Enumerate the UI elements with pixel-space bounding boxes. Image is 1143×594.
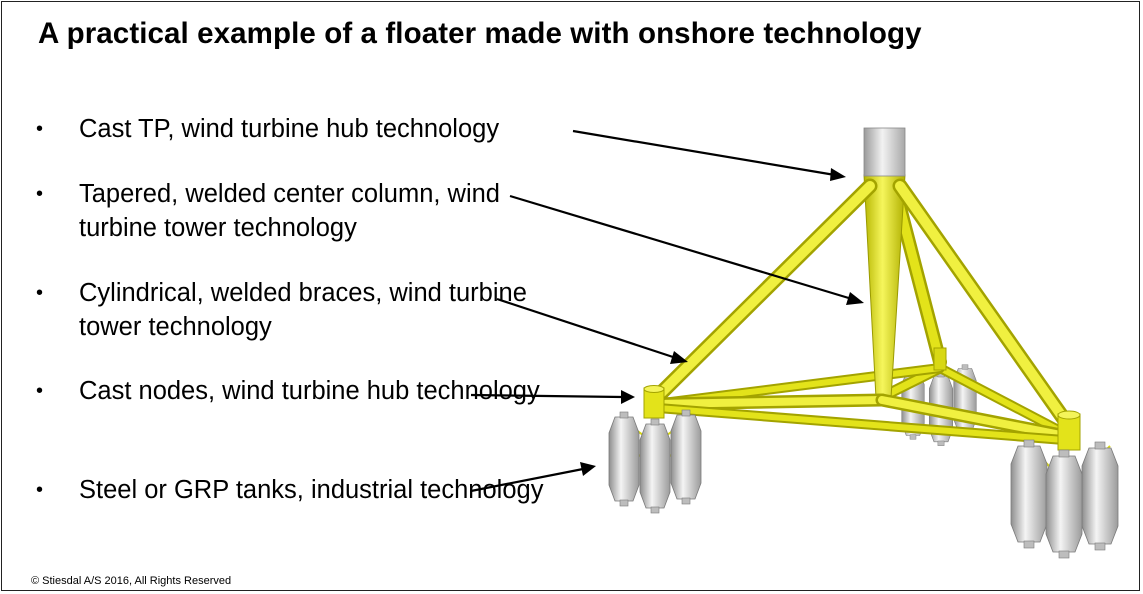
bullet-text: Cylindrical, welded braces, wind turbine… xyxy=(79,279,527,341)
copyright-notice: © Stiesdal A/S 2016, All Rights Reserved xyxy=(31,575,232,587)
bullet-text: Tapered, welded center column, wind turb… xyxy=(79,180,500,242)
bullet-marker: • xyxy=(36,183,44,205)
upper-brace-back xyxy=(891,193,947,369)
arrow-head-cast-tp xyxy=(830,168,846,181)
arrow-center-column xyxy=(509,194,853,301)
cast-node-left xyxy=(643,385,665,419)
bullet-text: Cast nodes, wind turbine hub technology xyxy=(79,377,540,405)
bullet-text: Cast TP, wind turbine hub technology xyxy=(79,115,500,143)
slide-title: A practical example of a floater made wi… xyxy=(38,17,922,50)
cast-node-right xyxy=(1057,410,1081,451)
upper-braces-front xyxy=(648,178,1074,430)
tower-stub xyxy=(863,127,906,177)
callout-arrows xyxy=(470,129,864,493)
cast-node-back xyxy=(933,347,947,371)
lower-braces-front xyxy=(648,393,1073,445)
arrow-head-braces xyxy=(670,351,688,364)
tank-cluster-right xyxy=(1010,439,1119,559)
tank-cluster-left xyxy=(608,409,702,514)
arrow-cast-nodes xyxy=(470,393,623,399)
bullet-marker: • xyxy=(36,282,44,304)
arrow-braces xyxy=(496,297,677,360)
bullet-marker: • xyxy=(36,118,44,140)
bullet-text: Steel or GRP tanks, industrial technolog… xyxy=(79,476,544,504)
arrow-head-cast-nodes xyxy=(621,390,635,404)
arrow-cast-tp xyxy=(572,129,836,177)
center-column xyxy=(863,174,906,399)
bullet-marker: • xyxy=(36,479,44,501)
bullet-marker: • xyxy=(36,380,44,402)
arrow-head-tanks xyxy=(580,462,596,476)
arrow-tanks xyxy=(470,467,584,493)
arrow-head-center-column xyxy=(846,292,864,305)
